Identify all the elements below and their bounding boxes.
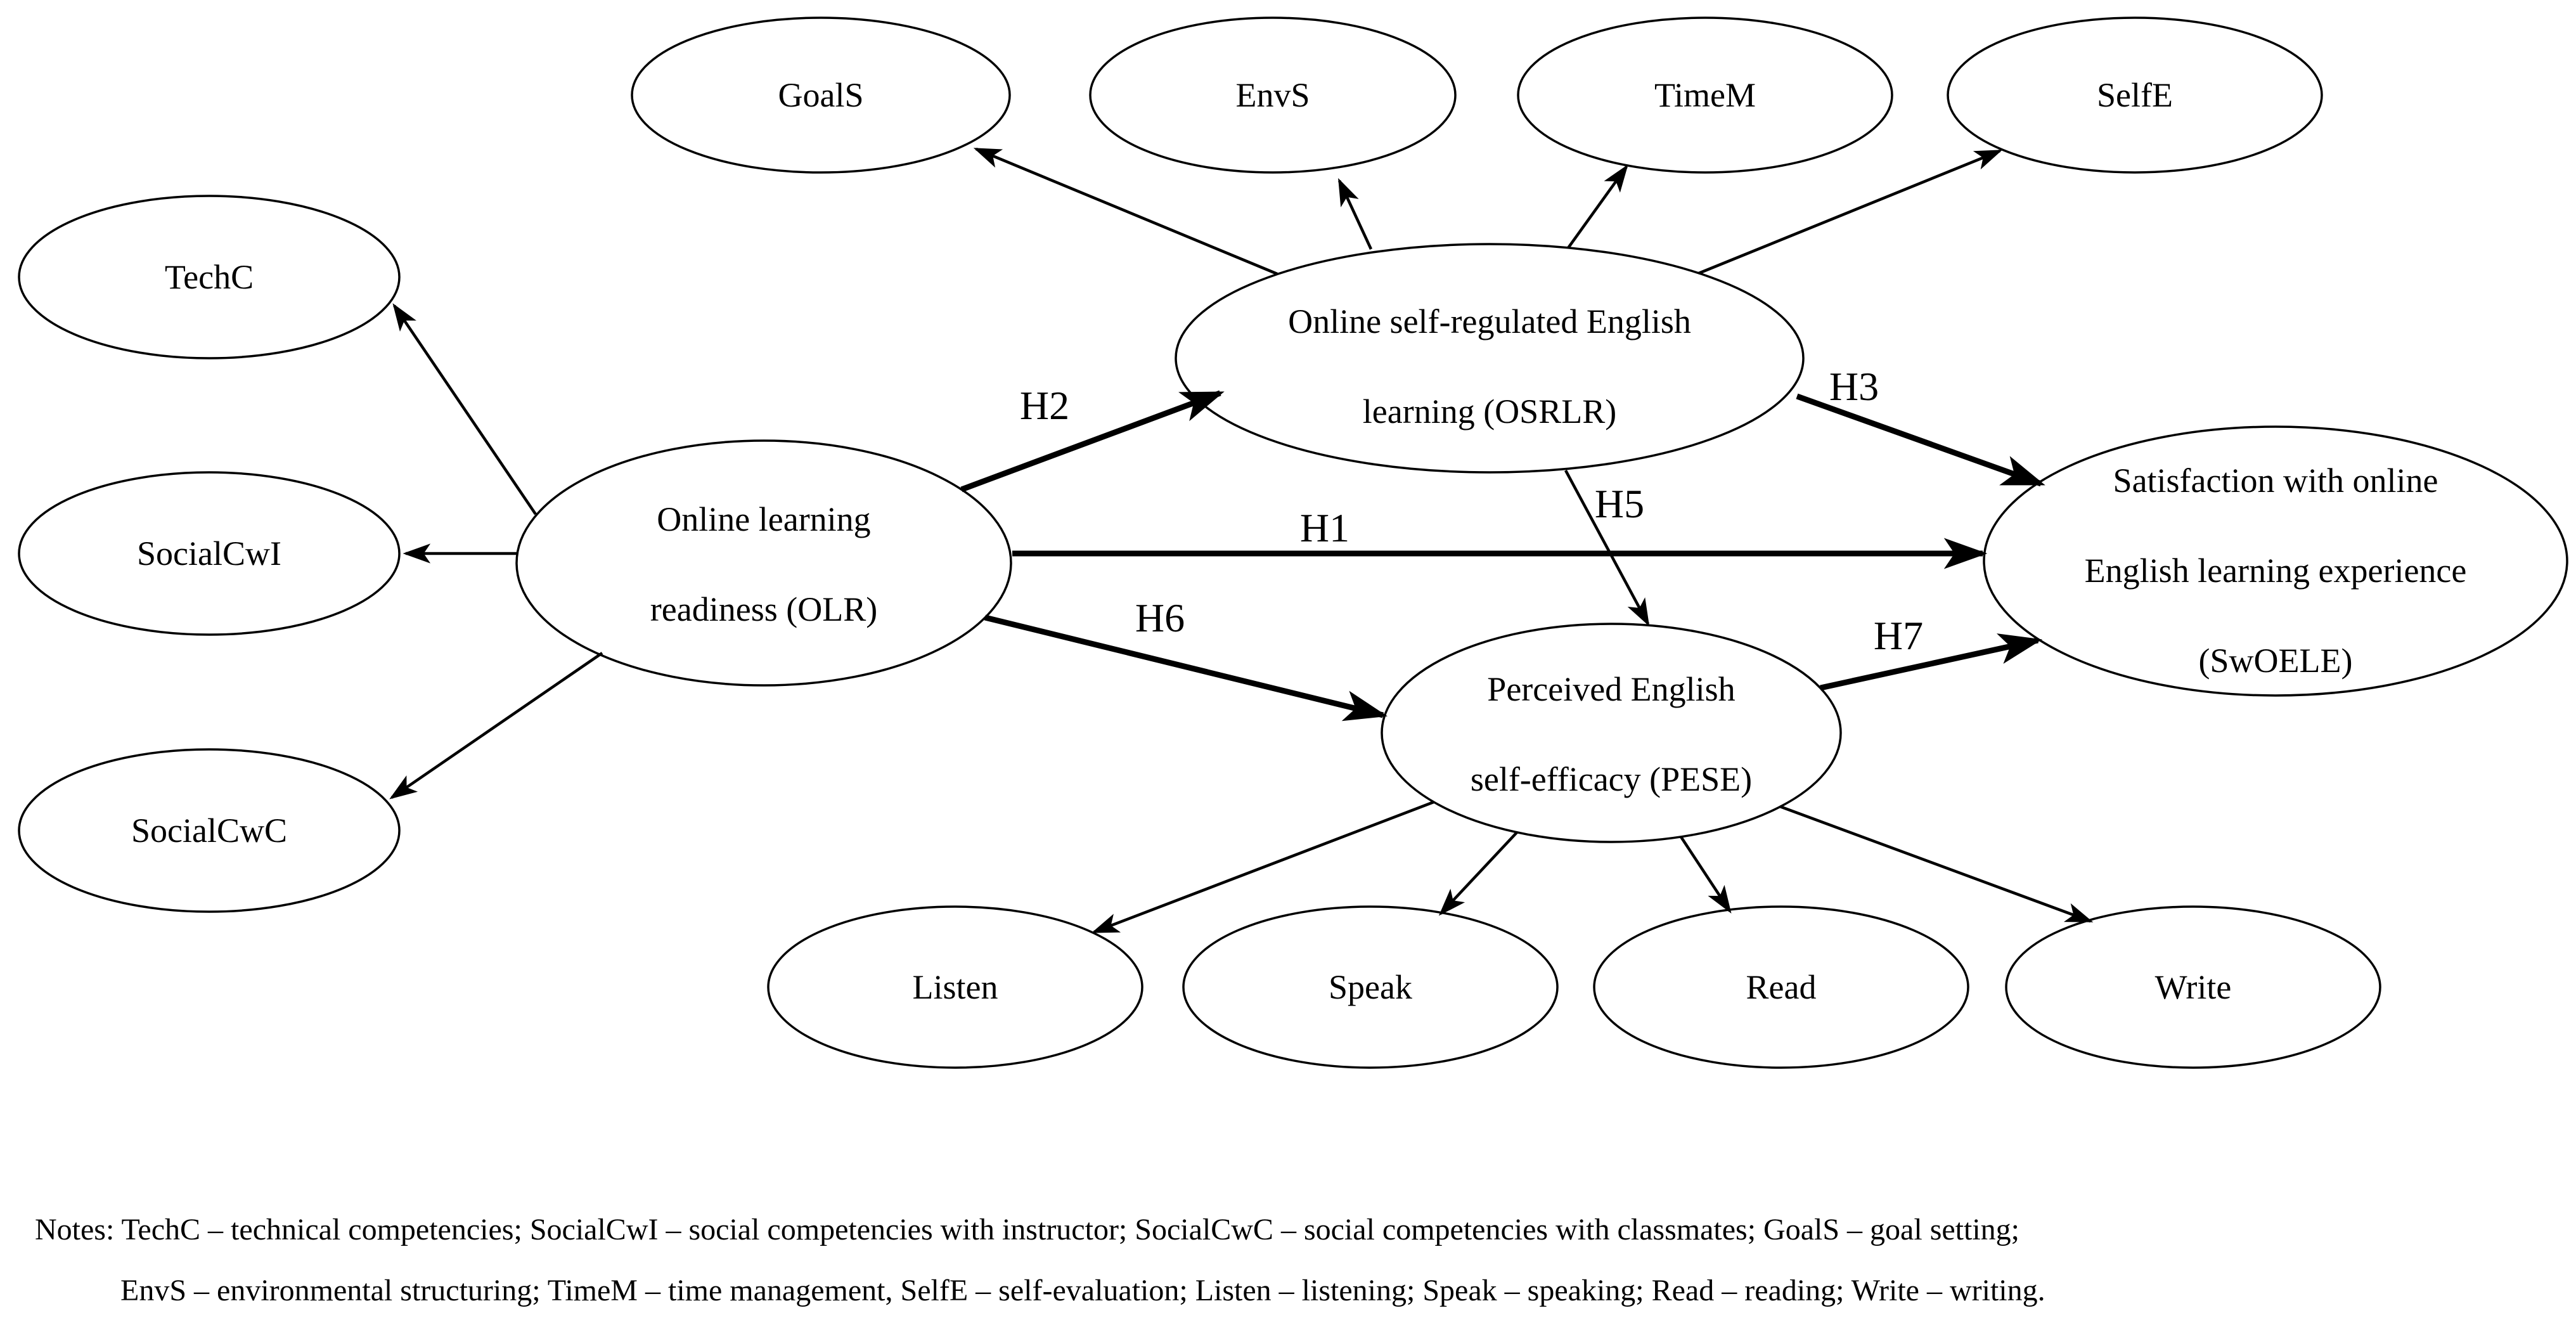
h2-label: H2 bbox=[1019, 383, 1070, 428]
node-envs-label: EnvS bbox=[1235, 76, 1310, 114]
arrow-olr-techc bbox=[392, 303, 537, 515]
node-read-label: Read bbox=[1746, 968, 1817, 1006]
node-socialcwi-ellipse bbox=[18, 471, 401, 636]
node-goals-label: GoalS bbox=[778, 76, 864, 114]
node-techc-label: TechC bbox=[164, 258, 254, 296]
node-read-ellipse bbox=[1593, 905, 1969, 1069]
arrow-pese-write bbox=[1779, 805, 2094, 923]
node-socialcwc-label: SocialCwC bbox=[131, 812, 288, 850]
h3-label: H3 bbox=[1829, 364, 1879, 409]
arrow-h6-olr-pese bbox=[984, 614, 1388, 721]
node-techc-ellipse bbox=[18, 195, 401, 359]
node-pese-label-line1: Perceived English bbox=[1487, 670, 1736, 708]
node-pese-label-line2: self-efficacy (PESE) bbox=[1470, 760, 1753, 798]
arrow-h5-osrlr-pese bbox=[1564, 469, 1650, 627]
arrow-h7-pese-swoele bbox=[1820, 633, 2043, 691]
h7-label: H7 bbox=[1873, 613, 1924, 658]
arrow-osrlr-selfe bbox=[1698, 149, 2003, 275]
node-swoele-label-line3: (SwOELE) bbox=[2198, 642, 2353, 680]
node-speak-label: Speak bbox=[1329, 968, 1412, 1006]
node-osrlr-label-line2: learning (OSRLR) bbox=[1362, 392, 1617, 430]
node-write-ellipse bbox=[2005, 905, 2381, 1069]
node-socialcwc-ellipse bbox=[18, 748, 401, 913]
node-olr-ellipse bbox=[515, 439, 1012, 687]
notes-line-1: Notes: TechC – technical competencies; S… bbox=[35, 1213, 2020, 1246]
arrow-pese-read bbox=[1680, 836, 1732, 914]
node-pese-ellipse bbox=[1381, 623, 1842, 843]
node-goals-ellipse bbox=[631, 16, 1011, 174]
node-osrlr-label-line1: Online self-regulated English bbox=[1288, 302, 1691, 340]
node-listen-ellipse bbox=[767, 905, 1143, 1069]
node-swoele-label-line2: English learning experience bbox=[2084, 552, 2467, 590]
arrow-osrlr-goals bbox=[973, 147, 1278, 276]
node-osrlr-label: Online self-regulated English learning (… bbox=[1288, 276, 1691, 456]
node-selfe-ellipse bbox=[1947, 16, 2323, 174]
notes-line-2: EnvS – environmental structuring; TimeM … bbox=[120, 1274, 2045, 1307]
node-timem-ellipse bbox=[1517, 16, 1893, 174]
node-timem-label: TimeM bbox=[1654, 76, 1756, 114]
node-selfe-label: SelfE bbox=[2097, 76, 2173, 114]
node-osrlr-ellipse bbox=[1175, 243, 1805, 474]
node-olr-label: Online learning readiness (OLR) bbox=[650, 474, 877, 654]
arrow-pese-speak bbox=[1438, 831, 1518, 916]
h6-label: H6 bbox=[1135, 595, 1185, 640]
node-listen-label: Listen bbox=[912, 968, 998, 1006]
node-olr-label-line2: readiness (OLR) bbox=[650, 590, 878, 628]
node-swoele-label-line1: Satisfaction with online bbox=[2113, 462, 2438, 500]
node-socialcwi-label: SocialCwI bbox=[137, 534, 281, 573]
arrow-osrlr-envs bbox=[1337, 178, 1373, 250]
node-swoele-label: Satisfaction with online English learnin… bbox=[2085, 436, 2467, 706]
arrow-h2-olr-osrlr bbox=[960, 390, 1225, 493]
h1-label: H1 bbox=[1299, 505, 1350, 550]
h5-label: H5 bbox=[1594, 481, 1645, 526]
arrow-pese-listen bbox=[1091, 800, 1434, 934]
arrow-olr-socialcwc bbox=[389, 652, 603, 799]
node-speak-ellipse bbox=[1182, 905, 1559, 1069]
arrow-h3-osrlr-swoele bbox=[1796, 393, 2045, 487]
node-write-label: Write bbox=[2154, 968, 2232, 1006]
node-pese-label: Perceived English self-efficacy (PESE) bbox=[1471, 644, 1752, 824]
arrow-osrlr-timem bbox=[1567, 164, 1628, 249]
node-olr-label-line1: Online learning bbox=[657, 500, 871, 538]
node-envs-ellipse bbox=[1089, 16, 1457, 174]
